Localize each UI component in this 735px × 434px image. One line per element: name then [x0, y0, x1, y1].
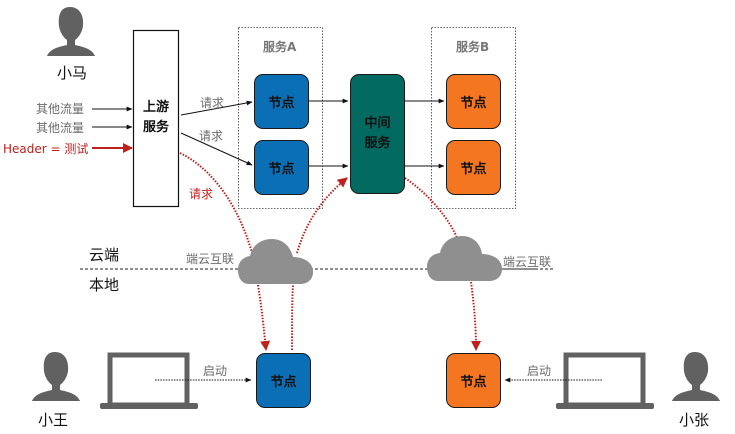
person-label-xiaozhang: 小张	[679, 411, 710, 429]
person-icon-xiaoma	[47, 7, 95, 56]
red-path-local-to-cloud	[291, 284, 294, 351]
zone-label-local: 本地	[89, 276, 120, 294]
input-label-header: Header = 测试	[3, 142, 89, 156]
person-icon-xiaozhang	[672, 352, 720, 401]
cloud-icon-right	[427, 236, 502, 281]
input-label-other-1: 其他流量	[36, 102, 85, 116]
edge-upstream-to-a1	[180, 100, 253, 116]
service-b-title: 服务B	[456, 40, 490, 54]
input-label-other-2: 其他流量	[36, 121, 85, 135]
upstream-service-box	[132, 29, 180, 208]
red-path-upstream-to-cloud	[179, 152, 253, 254]
upstream-label-line2: 服务	[142, 120, 169, 135]
red-path-middle-to-cloud-right	[404, 177, 459, 241]
service-b-node-2: 节点	[446, 140, 501, 195]
cloud-label-right: 端云互联	[503, 255, 552, 269]
service-a-node-1: 节点	[254, 74, 309, 129]
person-label-xiaoma: 小马	[57, 64, 88, 82]
person-icon-xiaowang	[32, 352, 80, 401]
edge-upstream-to-a2	[180, 132, 253, 166]
red-path-cloud-to-local-left	[257, 284, 271, 351]
service-b-node-1: 节点	[446, 74, 501, 129]
local-node-right: 节点	[446, 353, 501, 408]
red-path-cloud-to-middle	[296, 177, 348, 254]
middle-label-line1: 中间	[364, 116, 391, 131]
person-label-xiaowang: 小王	[38, 411, 69, 429]
laptop-icon-left	[100, 352, 198, 409]
cloud-label-left: 端云互联	[186, 252, 235, 266]
start-label-right: 启动	[527, 364, 552, 378]
upstream-label-line1: 上游	[142, 100, 169, 115]
start-label-left: 启动	[203, 364, 228, 378]
service-a-node-2: 节点	[254, 140, 309, 195]
local-node-left: 节点	[256, 353, 311, 408]
cloud-icon-left	[238, 239, 313, 284]
edge-label-request-bottom: 请求	[199, 129, 224, 143]
upstream-service-label: 上游 服务	[133, 98, 179, 138]
service-a-title: 服务A	[263, 40, 297, 54]
middle-label-line2: 服务	[364, 136, 391, 151]
service-a-group	[238, 27, 323, 209]
middle-service-box: 中间 服务	[350, 74, 405, 194]
edge-label-request-top: 请求	[200, 96, 225, 110]
red-path-cloud-to-local-right	[470, 281, 481, 351]
zone-label-cloud: 云端	[89, 246, 120, 264]
service-b-group	[431, 27, 516, 209]
edge-label-request-red: 请求	[189, 187, 214, 201]
laptop-icon-right	[556, 352, 654, 409]
